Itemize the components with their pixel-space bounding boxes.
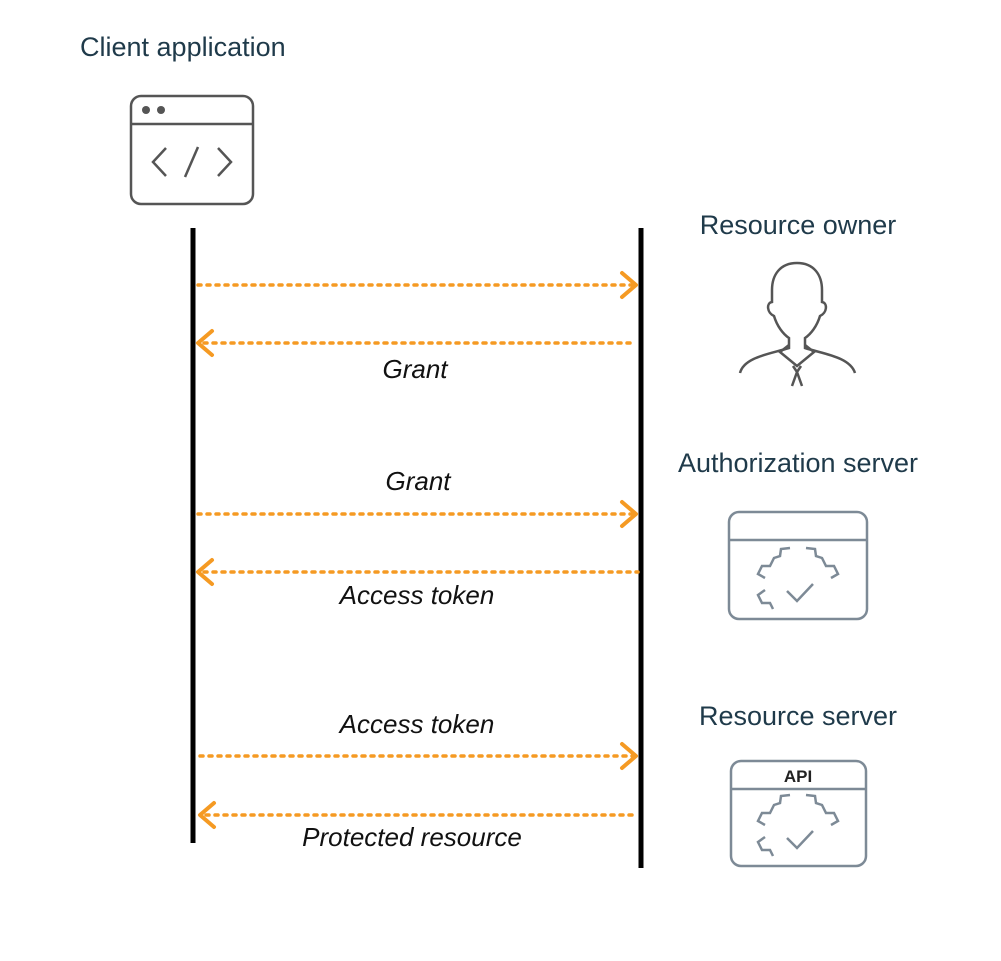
code-window-icon xyxy=(129,94,255,206)
gear-check-window-icon xyxy=(727,510,869,621)
message-label-grant: Grant xyxy=(382,354,449,384)
person-icon xyxy=(738,261,857,387)
message-arrow-grant-return xyxy=(196,329,638,357)
message-arrow-grant-send xyxy=(196,500,638,528)
message-arrow-access-token-return xyxy=(196,558,640,586)
resource-server-label: Resource server xyxy=(699,701,897,731)
message-arrow-request xyxy=(196,271,638,299)
client-application-label: Client application xyxy=(80,32,286,62)
message-arrow-protected-resource xyxy=(198,801,640,829)
message-label-protected-resource: Protected resource xyxy=(302,822,522,852)
message-arrow-access-token-send xyxy=(198,742,638,770)
api-badge: API xyxy=(784,767,812,786)
api-gear-check-window-icon: API xyxy=(729,759,868,868)
message-label-access-token-send: Access token xyxy=(338,709,495,739)
message-label-grant-send: Grant xyxy=(385,466,452,496)
authorization-server-label: Authorization server xyxy=(678,448,918,478)
message-label-access-token: Access token xyxy=(338,580,495,610)
resource-owner-label: Resource owner xyxy=(700,210,897,240)
